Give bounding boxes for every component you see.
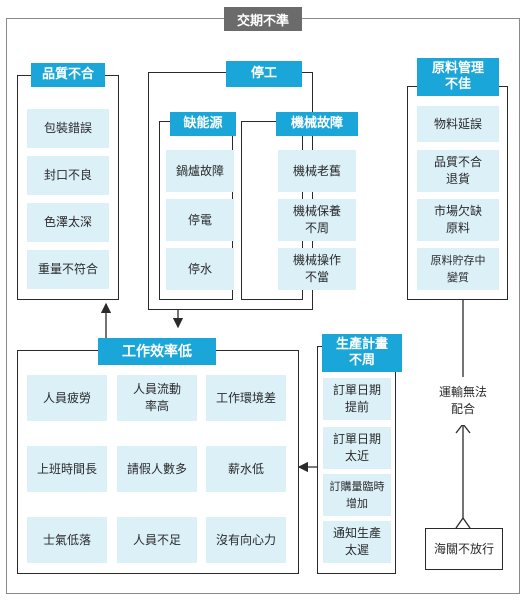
efficiency-item: 沒有向心力 [206,517,286,563]
material-item: 市場欠缺 原料 [417,199,499,241]
efficiency-item: 人員不足 [117,517,197,563]
efficiency-item: 人員疲勞 [27,375,107,421]
efficiency-header: 工作效率低 [98,338,216,365]
material-item: 物料延誤 [417,106,499,142]
quality-header: 品質不合 [31,63,105,87]
transport-box: 運輸無法 配合 [427,377,499,425]
plan-item: 通知生產 太遲 [323,521,391,563]
plan-header: 生產計畫 不周 [322,334,402,372]
energy-item: 停水 [166,248,234,290]
machine-item: 機械老舊 [278,150,356,192]
plan-item: 訂購量臨時 增加 [323,474,391,516]
efficiency-item: 上班時間長 [27,446,107,492]
efficiency-item: 人員流動 率高 [117,375,197,421]
quality-item: 封口不良 [27,156,109,195]
efficiency-item: 請假人數多 [117,446,197,492]
fork-bottom [455,516,471,529]
efficiency-item: 士氣低落 [27,517,107,563]
quality-item: 重量不符合 [27,250,109,289]
material-item: 原料貯存中 變質 [417,248,499,290]
efficiency-item: 工作環境差 [206,375,286,421]
machine-item: 機械操作 不當 [278,248,356,290]
machine-header: 機械故障 [276,112,358,136]
customs-box: 海關不放行 [425,528,503,570]
plan-item: 訂單日期 太近 [323,427,391,469]
efficiency-item: 薪水低 [206,446,286,492]
energy-item: 鍋爐故障 [166,150,234,192]
shutdown-header: 停工 [226,61,302,87]
energy-header: 缺能源 [170,112,236,136]
diagram-title: 交期不準 [224,7,302,31]
material-item: 品質不合 退貨 [417,150,499,192]
quality-item: 包裝錯誤 [27,109,109,148]
quality-item: 色澤太深 [27,203,109,242]
plan-item: 訂單日期 提前 [323,378,391,420]
energy-item: 停電 [166,199,234,241]
material-header: 原料管理 不佳 [417,58,499,96]
machine-item: 機械保養 不周 [278,199,356,241]
